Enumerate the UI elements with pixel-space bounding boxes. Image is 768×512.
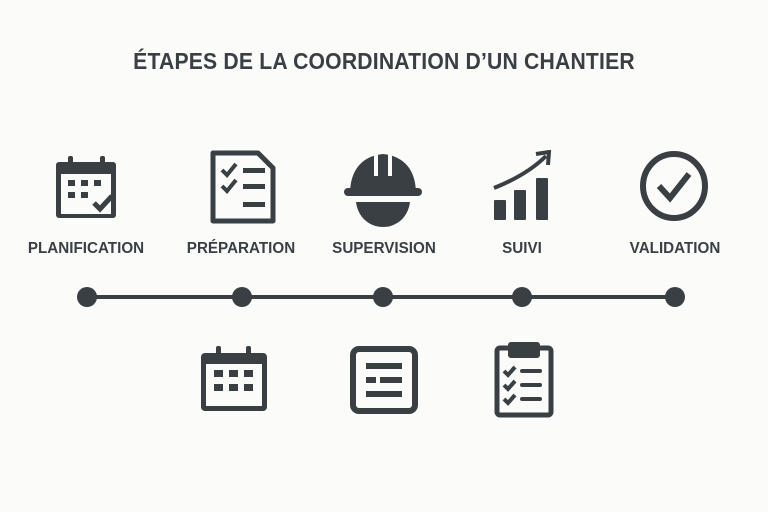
calendar-icon — [201, 346, 267, 411]
timeline-dot — [512, 287, 532, 307]
step-label-supervision: SUPERVISION — [332, 240, 436, 257]
timeline-dot — [232, 287, 252, 307]
timeline-dot — [77, 287, 97, 307]
growth-chart-icon — [493, 150, 552, 220]
step-label-validation: VALIDATION — [629, 240, 721, 257]
step-label-suivi: SUIVI — [502, 240, 542, 257]
timeline-dot — [665, 287, 685, 307]
check-circle-icon — [640, 151, 708, 221]
timeline-dot — [373, 287, 393, 307]
calendar-check-icon — [56, 156, 116, 218]
hard-hat-icon — [344, 154, 422, 227]
step-label-planification: PLANIFICATION — [27, 240, 145, 257]
page-title: ÉTAPES DE LA COORDINATION D’UN CHANTIER — [133, 48, 635, 74]
document-list-icon — [350, 346, 418, 414]
clipboard-checklist-icon — [494, 342, 554, 418]
checklist-document-icon — [210, 150, 276, 224]
step-label-preparation: PRÉPARATION — [186, 240, 296, 257]
